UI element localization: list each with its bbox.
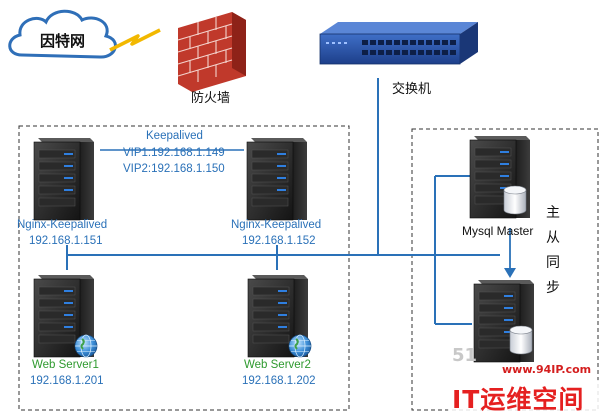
replication-arrow [504,228,516,278]
replication-char-3: 同 [546,255,560,271]
nginx1-name: Nginx-Keepalived [17,219,108,231]
keepalived-title: Keepalived [146,130,203,142]
switch-label: 交换机 [392,82,432,97]
mysql-slave-server-icon [473,279,535,363]
internet-label: 因特网 [40,32,86,50]
watermark-url: www.94IP.com [502,363,592,376]
firewall-label: 防火墙 [191,91,231,106]
lightning-icon [109,28,161,52]
mysql-master-label: Mysql Master [462,224,534,238]
watermark-faded-text: 51 [452,345,478,366]
replication-char-1: 主 [546,205,560,221]
nginx1-ip: 192.168.1.151 [29,235,103,247]
web-server-1-icon [33,274,98,358]
brick-wall-icon [177,12,246,92]
web-server-2-icon [247,274,312,358]
web1-ip: 192.168.1.201 [30,375,104,387]
nginx2-ip: 192.168.1.152 [242,235,316,247]
nginx2-name: Nginx-Keepalived [231,219,322,231]
replication-char-2: 从 [546,230,560,246]
web2-name: Web Server2 [244,359,311,371]
watermark-backdrop [448,380,605,418]
replication-char-4: 步 [546,280,560,296]
network-switch-icon [319,22,478,65]
vip2-label: VIP2:192.168.1.150 [123,163,225,175]
watermark-brand: IT运维空间 [452,385,585,414]
web2-ip: 192.168.1.202 [242,375,316,387]
nginx-keepalived-2-server-icon [246,137,308,221]
web-cluster-group [18,125,350,411]
network-links [66,78,500,325]
cloud-icon [8,9,117,59]
nginx-keepalived-1-server-icon [33,137,95,221]
vip1-label: VIP1:192.168.1.149 [123,147,225,159]
mysql-master-server-icon [469,135,531,219]
web1-name: Web Server1 [32,359,99,371]
